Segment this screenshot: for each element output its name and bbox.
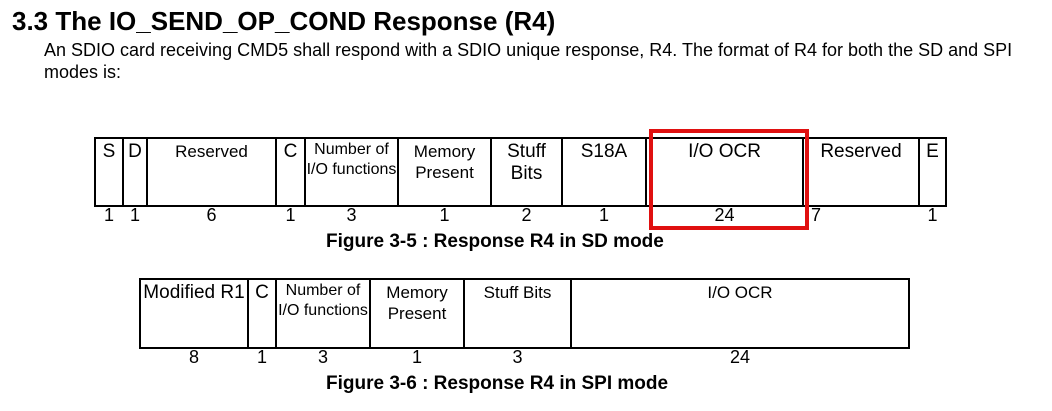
field-memory-present: Memory Present bbox=[397, 137, 492, 207]
field-s18a: S18A bbox=[561, 137, 647, 207]
field-reserved: Reserved bbox=[146, 137, 277, 207]
bits-io-ocr: 24 bbox=[714, 205, 735, 225]
field-stuff-bits: Stuff Bits bbox=[490, 137, 563, 207]
bits-stuff-bits: 2 bbox=[521, 205, 532, 225]
field-stuff-bits: Stuff Bits bbox=[463, 278, 572, 349]
bits-num-io-functions: 3 bbox=[346, 205, 357, 225]
r4-sd-format-table: S D Reserved C Number of I/O functions M… bbox=[94, 137, 947, 225]
field-reserved-2: Reserved bbox=[802, 137, 920, 207]
field-io-ocr: I/O OCR bbox=[570, 278, 910, 349]
figure-3-6-caption: Figure 3-6 : Response R4 in SPI mode bbox=[326, 373, 669, 394]
field-modified-r1: Modified R1 bbox=[139, 278, 249, 349]
io-ocr-highlight-box bbox=[649, 129, 809, 230]
bits-s: 1 bbox=[103, 205, 114, 225]
section-paragraph: An SDIO card receiving CMD5 shall respon… bbox=[44, 40, 1013, 82]
bits-num-io-functions: 3 bbox=[317, 347, 328, 367]
bits-reserved: 6 bbox=[206, 205, 217, 225]
field-d: D bbox=[122, 137, 148, 207]
field-c: C bbox=[275, 137, 306, 207]
section-heading: 3.3 The IO_SEND_OP_COND Response (R4) bbox=[12, 6, 556, 36]
field-s: S bbox=[94, 137, 124, 207]
field-c: C bbox=[247, 278, 277, 349]
bits-d: 1 bbox=[129, 205, 140, 225]
bits-c: 1 bbox=[285, 205, 296, 225]
bits-memory-present: 1 bbox=[439, 205, 450, 225]
figure-3-5-caption: Figure 3-5 : Response R4 in SD mode bbox=[326, 231, 664, 252]
bit-width-row: 8 1 3 1 3 24 bbox=[140, 347, 909, 367]
field-row: S D Reserved C Number of I/O functions M… bbox=[94, 137, 947, 207]
r4-spi-format-table: Modified R1 C Number of I/O functions Me… bbox=[139, 278, 910, 367]
field-num-io-functions: Number of I/O functions bbox=[275, 278, 371, 349]
field-num-io-functions: Number of I/O functions bbox=[304, 137, 399, 207]
field-io-ocr: I/O OCR bbox=[645, 137, 804, 207]
bits-reserved-2: 7 bbox=[811, 205, 822, 225]
bits-s18a: 1 bbox=[598, 205, 609, 225]
field-e: E bbox=[918, 137, 947, 207]
bit-width-row: 1 1 6 1 3 1 2 1 24 7 1 bbox=[95, 205, 946, 225]
bits-c: 1 bbox=[256, 347, 267, 367]
bits-modified-r1: 8 bbox=[188, 347, 199, 367]
bits-memory-present: 1 bbox=[411, 347, 422, 367]
bits-io-ocr: 24 bbox=[729, 347, 751, 367]
bits-stuff-bits: 3 bbox=[512, 347, 523, 367]
bits-e: 1 bbox=[927, 205, 938, 225]
field-row: Modified R1 C Number of I/O functions Me… bbox=[139, 278, 910, 349]
field-memory-present: Memory Present bbox=[369, 278, 465, 349]
